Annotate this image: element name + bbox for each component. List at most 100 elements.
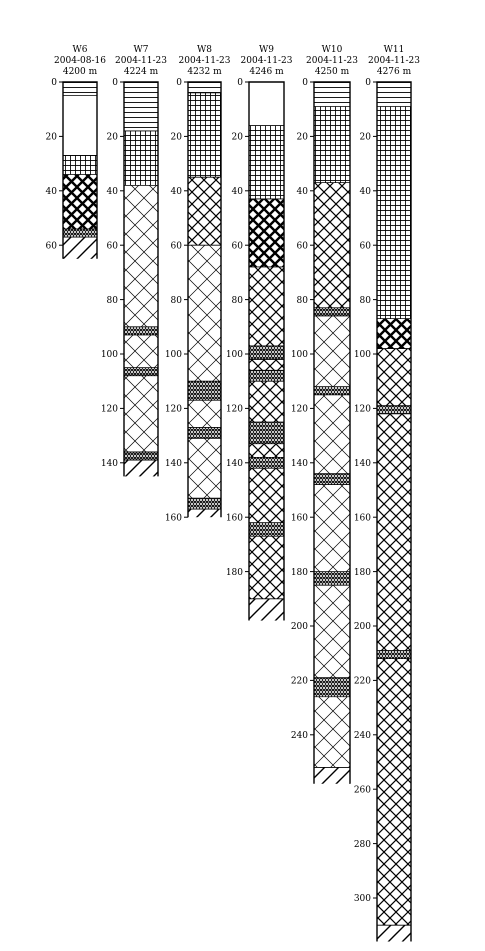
layer-wave	[188, 427, 221, 439]
layer-wave	[377, 405, 411, 414]
layer-sparse-cross	[124, 185, 158, 327]
layer-sparse-cross	[314, 394, 350, 474]
depth-tick-label: 40	[360, 187, 372, 197]
column-header-id: W11	[384, 45, 405, 55]
depth-tick-label: 0	[302, 78, 308, 88]
depth-tick-label: 80	[107, 296, 119, 306]
depth-tick-label: 160	[291, 513, 308, 523]
depth-tick-label: 140	[291, 459, 308, 469]
depth-tick-label: 160	[165, 513, 182, 523]
column-header-date: 2004-11-23	[368, 56, 420, 66]
layer-wave	[249, 522, 284, 537]
layer-wave	[249, 370, 284, 382]
column-header-elevation: 4224 m	[124, 67, 159, 77]
depth-tick-label: 120	[226, 405, 243, 415]
depth-tick-label: 120	[101, 405, 118, 415]
layer-wave	[249, 345, 284, 360]
depth-tick-label: 40	[232, 187, 244, 197]
depth-tick-label: 160	[354, 513, 371, 523]
depth-tick-label: 300	[354, 894, 371, 904]
depth-tick-label: 180	[226, 568, 243, 578]
layer-wave	[124, 451, 158, 461]
column-header-id: W6	[73, 45, 88, 55]
layer-hatch	[377, 925, 411, 942]
layer-hatch	[249, 598, 284, 621]
column-outline	[123, 81, 159, 477]
depth-tick-label: 180	[354, 568, 371, 578]
layer-cross	[314, 182, 350, 308]
depth-tick-label: 60	[297, 241, 309, 251]
depth-tick-label: 20	[232, 133, 244, 143]
depth-tick-label: 140	[165, 459, 182, 469]
layer-sparse-cross	[314, 696, 350, 768]
column-header-elevation: 4200 m	[63, 67, 98, 77]
layer-sparse-cross	[188, 400, 221, 428]
layer-cross	[249, 266, 284, 346]
depth-tick-label: 140	[354, 459, 371, 469]
column-header-elevation: 4246 m	[249, 67, 284, 77]
depth-tick-label: 60	[46, 241, 58, 251]
layer-sparse-cross	[314, 315, 350, 387]
layer-lines	[63, 82, 97, 96]
layer-cross	[249, 443, 284, 458]
layer-grid	[314, 106, 350, 183]
layer-hatch	[314, 767, 350, 784]
column-header-date: 2004-11-23	[179, 56, 231, 66]
column-header-elevation: 4250 m	[315, 67, 350, 77]
layer-dense-cross	[249, 198, 284, 267]
depth-tick-label: 80	[360, 296, 372, 306]
depth-tick-label: 20	[46, 133, 58, 143]
layer-wave	[249, 457, 284, 469]
column-header-elevation: 4232 m	[187, 67, 222, 77]
depth-tick-label: 220	[291, 677, 308, 687]
layer-dense-cross	[377, 318, 411, 349]
depth-tick-label: 0	[176, 78, 182, 88]
layer-hatch	[188, 509, 221, 518]
depth-tick-label: 100	[165, 350, 182, 360]
column-outline	[248, 81, 285, 621]
layer-wave	[314, 473, 350, 485]
column-header-date: 2004-11-23	[115, 56, 167, 66]
layer-lines	[124, 82, 158, 131]
column-header-date: 2004-11-23	[241, 56, 293, 66]
column-header-id: W9	[259, 45, 274, 55]
layer-grid	[188, 92, 221, 178]
depth-tick-label: 20	[171, 133, 183, 143]
depth-tick-label: 100	[101, 350, 118, 360]
depth-tick-label: 40	[297, 187, 309, 197]
depth-tick-label: 20	[107, 133, 119, 143]
layer-grid	[124, 130, 158, 186]
layer-cross	[249, 536, 284, 599]
layer-wave	[188, 381, 221, 401]
column-outline	[376, 81, 412, 942]
layer-sparse-cross	[314, 585, 350, 678]
column-header-id: W7	[134, 45, 149, 55]
layer-cross	[249, 468, 284, 523]
layer-wave	[314, 386, 350, 395]
depth-tick-label: 80	[232, 296, 244, 306]
depth-tick-label: 0	[51, 78, 57, 88]
layer-cross	[377, 348, 411, 406]
depth-tick-label: 100	[291, 350, 308, 360]
layer-grid	[63, 155, 97, 175]
depth-tick-label: 100	[226, 350, 243, 360]
depth-tick-label: 60	[360, 241, 372, 251]
depth-tick-label: 160	[226, 513, 243, 523]
depth-tick-label: 240	[291, 731, 308, 741]
depth-tick-label: 20	[297, 133, 309, 143]
column-header-elevation: 4276 m	[377, 67, 412, 77]
column-header-id: W8	[197, 45, 212, 55]
layer-grid	[249, 125, 284, 199]
depth-tick-label: 60	[232, 241, 244, 251]
depth-tick-label: 200	[291, 622, 308, 632]
depth-tick-label: 40	[107, 187, 119, 197]
depth-tick-label: 20	[360, 133, 372, 143]
depth-tick-label: 180	[291, 568, 308, 578]
layer-wave	[124, 326, 158, 335]
depth-tick-label: 80	[171, 296, 183, 306]
layer-lines	[188, 82, 221, 93]
